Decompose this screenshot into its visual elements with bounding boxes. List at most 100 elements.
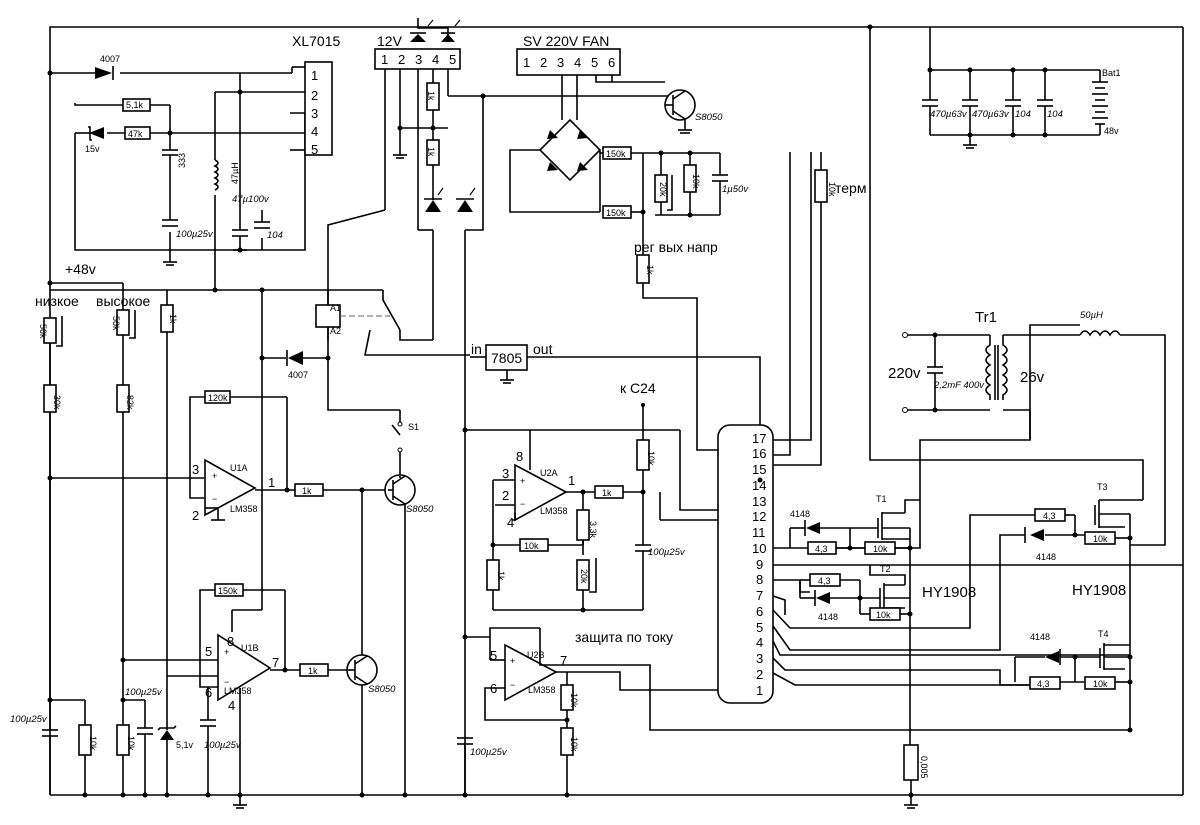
opamp-u2b: + − U2B LM358 5 6 7 — [490, 643, 567, 702]
svg-text:100µ25v: 100µ25v — [648, 547, 686, 558]
svg-text:A2: A2 — [330, 326, 341, 336]
opamp-u1a: + − U1A LM358 3 2 1 — [192, 458, 275, 523]
pot-20k-u2a: 20k — [576, 558, 597, 593]
xl7015-connector: XL7015 1 2 3 4 5 — [292, 33, 340, 157]
svg-text:47µH: 47µH — [230, 162, 240, 184]
svg-text:S8050: S8050 — [368, 684, 396, 695]
svg-text:82k: 82k — [125, 395, 135, 410]
svg-text:out: out — [533, 341, 553, 357]
svg-text:−: − — [212, 494, 217, 504]
svg-text:Tr1: Tr1 — [975, 309, 997, 326]
svg-text:1k: 1k — [602, 488, 612, 498]
resistor-1k-reg: 1k — [636, 254, 718, 451]
xl7015-title: XL7015 — [292, 33, 340, 49]
svg-text:12V: 12V — [377, 33, 403, 49]
svg-text:1k: 1k — [496, 571, 506, 581]
svg-text:7: 7 — [272, 655, 279, 670]
svg-text:2,2mF 400v: 2,2mF 400v — [933, 380, 985, 391]
svg-text:10k: 10k — [827, 182, 837, 197]
svg-text:220v: 220v — [888, 365, 921, 382]
svg-text:T2: T2 — [880, 564, 891, 574]
svg-text:1k: 1k — [302, 486, 312, 496]
term-resistor: 10k терм — [718, 152, 866, 466]
kc24-label: к С24 10k 100µ25v — [620, 380, 686, 610]
svg-text:T4: T4 — [1098, 629, 1109, 639]
svg-text:4,3: 4,3 — [815, 544, 828, 554]
svg-text:10k: 10k — [1093, 679, 1108, 689]
shunt-0-005: 0,005 — [903, 744, 929, 809]
resistor-1k-u1b: 1k — [299, 663, 329, 677]
svg-text:4007: 4007 — [288, 370, 308, 380]
svg-text:50µH: 50µH — [1080, 310, 1103, 321]
svg-text:10k: 10k — [569, 737, 579, 752]
svg-text:T1: T1 — [876, 494, 887, 504]
resistor-10k-u2a: 10k — [519, 538, 549, 552]
resistor-3-3k: 3,3k — [576, 509, 598, 541]
svg-text:50k: 50k — [111, 316, 121, 331]
led-mid-left — [424, 187, 444, 212]
svg-text:U2A: U2A — [540, 468, 558, 478]
diode-4007-mid: 4007 — [262, 350, 328, 380]
svg-text:S1: S1 — [408, 422, 419, 432]
switch-s1: S1 — [391, 410, 419, 478]
cap-100u-left: 100µ25v — [10, 714, 58, 795]
svg-text:0,005: 0,005 — [919, 756, 929, 779]
svg-text:17: 17 — [752, 431, 766, 446]
regulator-7805: in out 7805 — [470, 341, 761, 481]
svg-text:1: 1 — [568, 473, 575, 488]
svg-text:2: 2 — [398, 52, 405, 67]
svg-text:1k: 1k — [426, 91, 436, 101]
svg-text:2: 2 — [192, 508, 199, 523]
relay: A1 A2 — [315, 290, 470, 356]
ground-xl — [163, 249, 247, 266]
svg-text:10k: 10k — [1093, 534, 1108, 544]
svg-text:защита по току: защита по току — [575, 629, 673, 645]
svg-text:100µ25v: 100µ25v — [125, 687, 163, 698]
svg-text:1: 1 — [756, 683, 763, 698]
svg-text:рег вых напр: рег вых напр — [634, 239, 718, 255]
svg-text:48v: 48v — [1104, 126, 1119, 136]
svg-text:+48v: +48v — [65, 261, 96, 277]
svg-text:5,1v: 5,1v — [176, 740, 194, 750]
svg-text:1k: 1k — [645, 265, 655, 275]
svg-text:к С24: к С24 — [620, 380, 656, 396]
u2a-wiring — [465, 429, 718, 611]
svg-text:+: + — [212, 471, 217, 481]
resistor-10k-mid: 10k — [116, 724, 136, 795]
svg-text:1k: 1k — [426, 147, 436, 157]
transistor-s8050-u1a: S8050 — [384, 474, 434, 795]
resistor-10k-u2b-b: 10k — [560, 727, 579, 756]
svg-text:5: 5 — [449, 52, 456, 67]
opamp-u2a: + − U2A LM358 3 2 1 8 4 — [502, 449, 575, 530]
svg-text:20k: 20k — [658, 182, 668, 197]
svg-text:4,3: 4,3 — [1037, 679, 1050, 689]
svg-text:10k: 10k — [524, 541, 539, 551]
svg-text:4007: 4007 — [100, 54, 120, 64]
svg-text:47µ100v: 47µ100v — [232, 194, 270, 205]
svg-text:T3: T3 — [1097, 482, 1108, 492]
svg-text:+: + — [224, 647, 229, 657]
u2b-wiring — [464, 627, 1130, 795]
svg-text:−: − — [224, 677, 229, 687]
svg-text:7: 7 — [756, 588, 763, 603]
svg-text:15v: 15v — [85, 144, 100, 154]
svg-text:10k: 10k — [873, 544, 888, 554]
svg-text:11: 11 — [752, 525, 766, 540]
svg-text:−: − — [510, 680, 515, 690]
resistor-1k-u1a: 1k — [294, 483, 324, 497]
svg-text:2: 2 — [502, 488, 509, 503]
svg-text:100µ25v: 100µ25v — [176, 229, 214, 240]
svg-text:SV 220V FAN: SV 220V FAN — [523, 33, 609, 49]
ground-12v — [393, 154, 407, 159]
svg-text:10k: 10k — [88, 736, 98, 751]
svg-text:26v: 26v — [1020, 369, 1045, 386]
svg-text:4,3: 4,3 — [1043, 511, 1056, 521]
svg-text:14: 14 — [752, 478, 766, 493]
transistor-s8050-fan: S8050 — [664, 89, 723, 134]
transformer-tr1: Tr1 220v 26v 50µH 2,2mF 400v — [888, 309, 1166, 546]
led-top-right — [441, 19, 461, 42]
svg-text:47k: 47k — [128, 129, 143, 139]
resistor-1k-left: 1k — [160, 290, 178, 730]
capacitor-104-xl: 104 — [254, 221, 283, 241]
svg-text:20k: 20k — [579, 569, 589, 584]
